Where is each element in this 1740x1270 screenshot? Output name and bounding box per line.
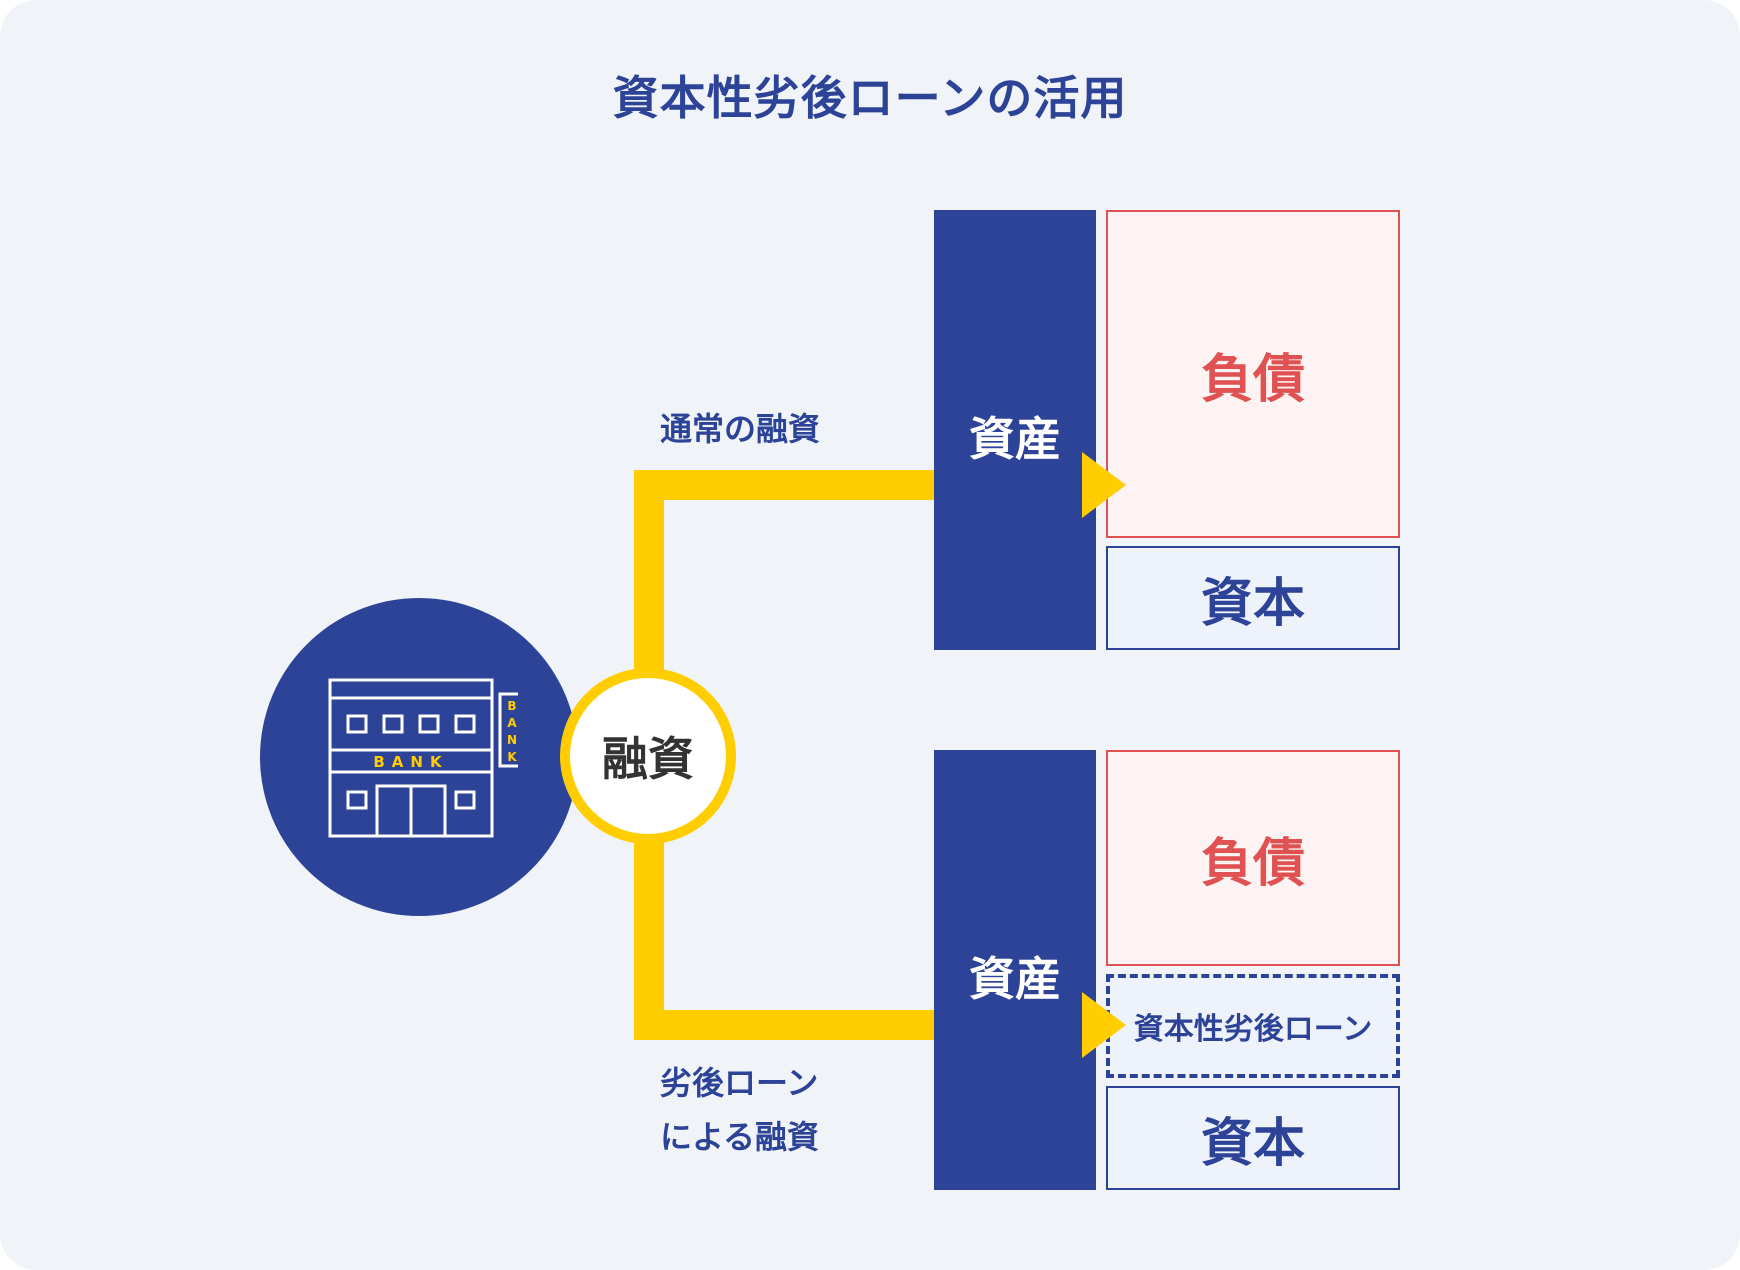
loan-circle-label: 融資 [602,732,694,786]
flow-trunk-lower [634,835,664,1039]
subordinated-loan-label-line1: 劣後ローン [660,1064,819,1102]
bank-vertical-sign-a: A [507,716,517,730]
page-title: 資本性劣後ローンの活用 [612,71,1128,125]
flow-trunk-upper [634,470,664,685]
liabilities-box-top: 負債 [1106,210,1400,538]
bank-circle: BANK B A N K [260,598,578,916]
bank-building-icon: BANK B A N K [328,678,518,838]
bank-vertical-sign-n: N [507,733,517,747]
assets-bar-bottom: 資産 [934,750,1096,1190]
loan-circle: 融資 [560,668,736,844]
bank-vertical-sign-k: K [507,750,517,764]
subordinated-loan-label-line2: による融資 [660,1118,820,1156]
arrow-head-bottom [1082,992,1126,1058]
assets-bar-top: 資産 [934,210,1096,650]
bank-sign-text: BANK [373,753,448,771]
assets-label-top: 資産 [969,412,1061,466]
bank-vertical-sign-b: B [507,699,516,713]
liabilities-box-bottom: 負債 [1106,750,1400,966]
arrow-head-top [1082,452,1126,518]
subordinated-loan-box: 資本性劣後ローン [1106,974,1400,1078]
capital-box-top: 資本 [1106,546,1400,650]
assets-label-bottom: 資産 [969,952,1061,1006]
normal-loan-label: 通常の融資 [660,410,821,448]
capital-box-bottom: 資本 [1106,1086,1400,1190]
